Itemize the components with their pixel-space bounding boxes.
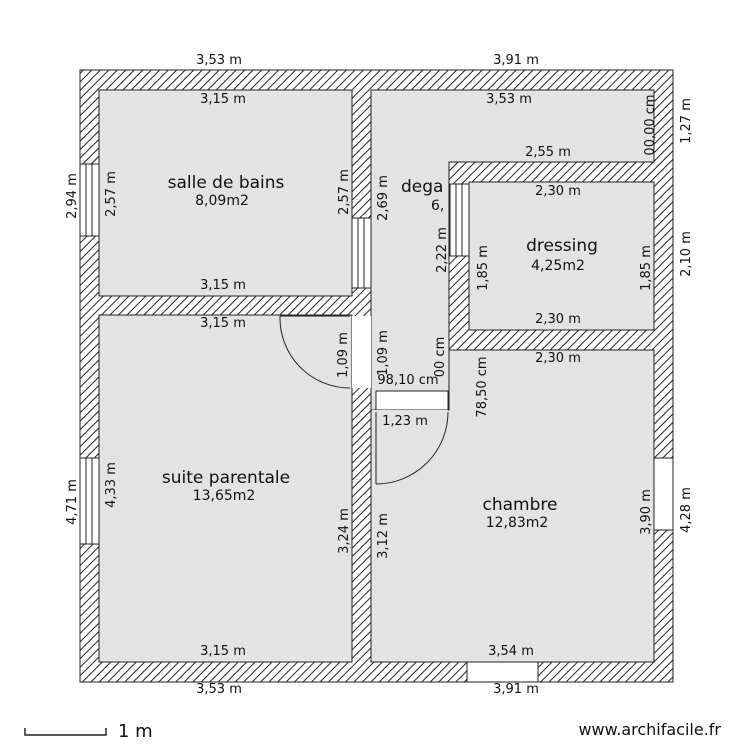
window-suite-parentale xyxy=(79,457,100,545)
dimension-labels-horizontal: 3,53 m 3,91 m 3,15 m 3,53 m 2,55 m 2,30 … xyxy=(196,53,581,697)
dim-outer-right-mid: 2,10 m xyxy=(679,231,694,277)
dim-deg-top: 3,53 m xyxy=(486,92,532,107)
room-area-degagement: 6, xyxy=(431,198,444,214)
dimension-labels-vertical: 2,94 m 2,57 m 2,57 m 2,69 m 00,00 cm 1,2… xyxy=(65,94,694,558)
window-dressing xyxy=(449,183,470,257)
window-salle-de-bains xyxy=(79,163,100,237)
dim-chambre-bottom: 3,54 m xyxy=(488,644,534,659)
room-name-salle-de-bains: salle de bains xyxy=(168,173,285,193)
dim-outer-left-upper: 2,94 m xyxy=(65,173,80,219)
dim-outer-left-lower: 4,71 m xyxy=(65,479,80,525)
windows xyxy=(79,163,674,683)
dim-door-suite: 1,09 m xyxy=(336,332,351,378)
door-swings xyxy=(279,315,449,485)
dim-chambre-left-short: 78,50 cm xyxy=(475,356,490,417)
room-name-suite-parentale: suite parentale xyxy=(162,468,290,488)
room-name-dressing: dressing xyxy=(526,236,598,256)
room-dressing xyxy=(468,181,655,331)
room-labels: salle de bains 8,09m2 dega 6, dressing 4… xyxy=(162,173,598,531)
dim-dressing-bottom: 2,30 m xyxy=(535,312,581,327)
dim-chambre-top: 2,30 m xyxy=(535,351,581,366)
scale-bar: 1 m xyxy=(24,721,153,742)
dim-sdb-top: 3,15 m xyxy=(200,92,246,107)
room-area-suite-parentale: 13,65m2 xyxy=(193,488,256,504)
door-opening-suite xyxy=(352,316,371,388)
dim-dressing-outer-top: 2,55 m xyxy=(525,145,571,160)
room-suite-parentale xyxy=(98,314,353,663)
window-chambre-bottom xyxy=(466,661,539,683)
dim-corridor-cm: 00 cm xyxy=(433,337,448,378)
dim-suite-right: 3,24 m xyxy=(337,508,352,554)
dim-chambre-right: 3,90 m xyxy=(639,489,654,535)
room-floors xyxy=(98,89,655,663)
dim-outer-right-lower: 4,28 m xyxy=(679,487,694,533)
door-opening-chambre xyxy=(372,410,448,422)
door-arc-chambre xyxy=(375,411,449,485)
corridor-threshold xyxy=(375,390,449,411)
dim-chambre-left: 3,12 m xyxy=(376,513,391,559)
dim-suite-bottom: 3,15 m xyxy=(200,644,246,659)
room-area-salle-de-bains: 8,09m2 xyxy=(195,193,249,209)
dim-dressing-left-outer: 2,22 m xyxy=(435,227,450,273)
window-chambre-right xyxy=(653,457,674,531)
credit-text[interactable]: www.archifacile.fr xyxy=(578,720,721,739)
dim-outer-bottom-left: 3,53 m xyxy=(196,682,242,697)
dim-dressing-right: 1,85 m xyxy=(639,245,654,291)
room-salle-de-bains xyxy=(98,89,353,297)
room-area-dressing: 4,25m2 xyxy=(531,258,585,274)
room-area-chambre: 12,83m2 xyxy=(486,515,549,531)
scale-bar-line xyxy=(24,728,107,736)
door-arc-suite xyxy=(279,315,351,389)
dim-outer-top-left: 3,53 m xyxy=(196,53,242,68)
chambre-outline xyxy=(370,349,655,663)
dim-suite-top: 3,15 m xyxy=(200,316,246,331)
door-openings xyxy=(352,316,448,422)
dim-sdb-left: 2,57 m xyxy=(104,171,119,217)
dim-dressing-top: 2,30 m xyxy=(535,184,581,199)
room-name-degagement: dega xyxy=(401,177,443,197)
dim-outer-right-upper: 1,27 m xyxy=(679,98,694,144)
dim-deg-upper-right: 00,00 cm xyxy=(643,94,658,155)
dim-door-corridor: 1,09 m xyxy=(376,330,391,376)
scale-bar-label: 1 m xyxy=(118,721,153,742)
dim-sdb-right: 2,57 m xyxy=(337,169,352,215)
dim-passage: 1,23 m xyxy=(382,414,428,429)
window-sdb-degagement xyxy=(351,217,372,289)
dim-outer-bottom-right: 3,91 m xyxy=(493,682,539,697)
dim-corridor-width: 98,10 cm xyxy=(377,373,438,388)
room-degagement-upper xyxy=(371,90,654,162)
dim-sdb-bottom: 3,15 m xyxy=(200,278,246,293)
dim-suite-left: 4,33 m xyxy=(104,462,119,508)
dim-outer-top-right: 3,91 m xyxy=(493,53,539,68)
dim-dressing-left: 1,85 m xyxy=(476,245,491,291)
dim-deg-left: 2,69 m xyxy=(376,175,391,221)
room-name-chambre: chambre xyxy=(483,495,558,515)
